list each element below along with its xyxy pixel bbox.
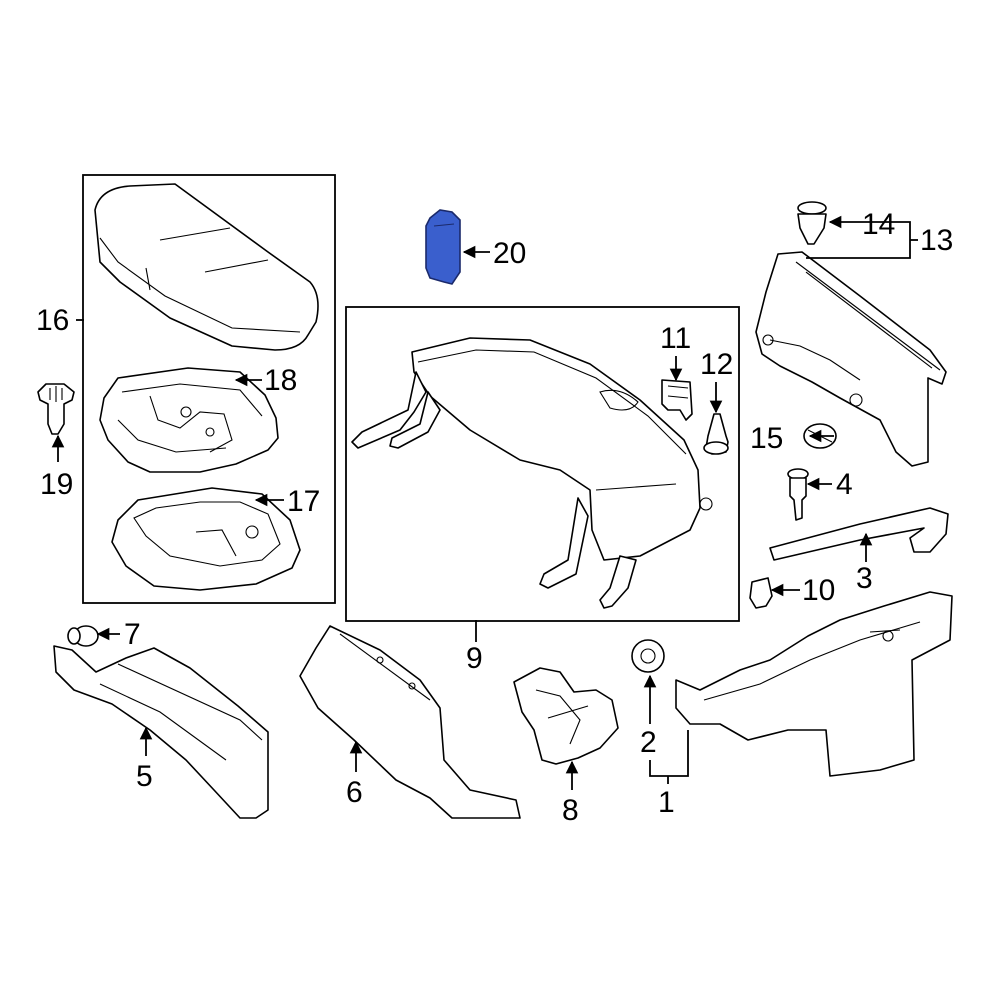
part-2-cap-nut[interactable] xyxy=(631,639,665,673)
part-9-trunk-lid-trim[interactable] xyxy=(351,337,713,609)
part-12-rivet[interactable] xyxy=(703,413,729,455)
part-20-highlight xyxy=(425,209,461,285)
part-16-storage-cover[interactable] xyxy=(94,183,319,351)
part-7-clip[interactable] xyxy=(67,625,99,647)
group-frame-9 xyxy=(345,306,740,622)
part-18-foam-insert[interactable] xyxy=(99,367,279,473)
callout-19: 19 xyxy=(40,468,73,501)
part-11-clip[interactable] xyxy=(661,379,693,421)
part-13-side-trim-panel[interactable] xyxy=(755,251,947,467)
part-1-trunk-liner[interactable] xyxy=(675,591,953,777)
callout-4: 4 xyxy=(836,468,853,501)
callout-15: 15 xyxy=(750,422,783,455)
callout-9: 9 xyxy=(466,642,483,675)
part-10-bumper[interactable] xyxy=(749,577,773,609)
group-frame-16 xyxy=(82,174,336,604)
part-3-sill-trim[interactable] xyxy=(769,507,949,561)
callout-13: 13 xyxy=(920,224,953,257)
callout-17: 17 xyxy=(287,485,320,518)
callout-20: 20 xyxy=(493,237,526,270)
callout-10: 10 xyxy=(802,574,835,607)
callout-8: 8 xyxy=(562,794,579,827)
part-6-partition[interactable] xyxy=(299,625,521,819)
callout-16: 16 xyxy=(36,304,69,337)
part-17-storage-tray[interactable] xyxy=(111,487,301,591)
part-4-bolt[interactable] xyxy=(787,468,809,521)
callout-7: 7 xyxy=(124,618,141,651)
part-19-push-pin[interactable] xyxy=(37,383,75,435)
part-5-side-trim[interactable] xyxy=(53,645,269,819)
leader-1-bracket xyxy=(649,730,689,777)
callout-2: 2 xyxy=(640,726,657,759)
callout-6: 6 xyxy=(346,776,363,809)
part-14-clip[interactable] xyxy=(797,201,827,245)
callout-14: 14 xyxy=(862,208,895,241)
callout-1: 1 xyxy=(658,786,675,819)
part-20-cover-cap[interactable] xyxy=(425,209,461,285)
callout-5: 5 xyxy=(136,760,153,793)
callout-18: 18 xyxy=(264,364,297,397)
callout-11: 11 xyxy=(660,322,691,355)
callout-12: 12 xyxy=(700,348,733,381)
callout-3: 3 xyxy=(856,562,873,595)
part-8-bracket[interactable] xyxy=(513,667,619,765)
